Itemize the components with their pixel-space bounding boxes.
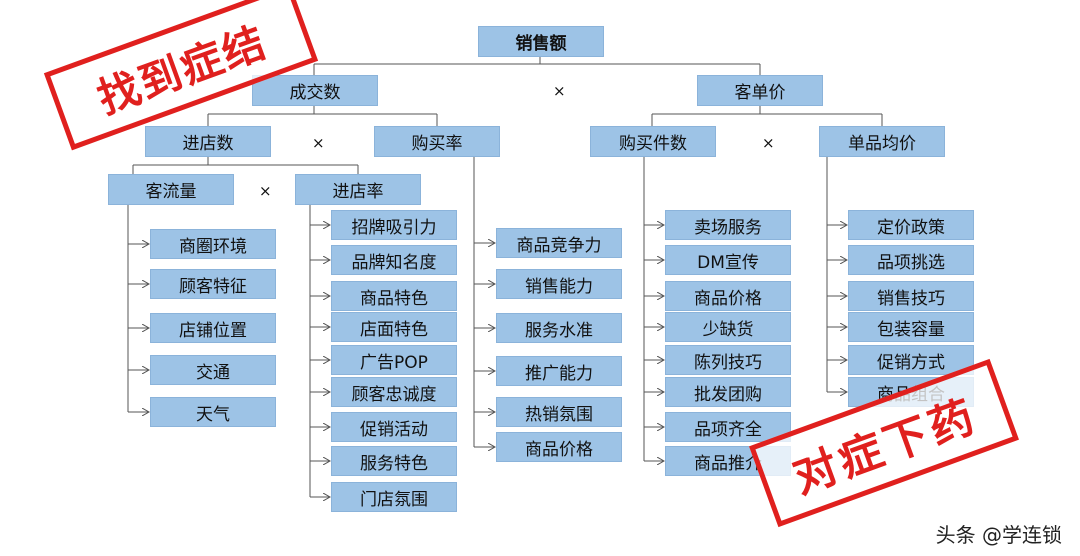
factor-box: 定价政策	[848, 210, 974, 240]
factor-box: 服务特色	[331, 446, 457, 476]
factor-box: 促销方式	[848, 345, 974, 375]
factor-box: 品项挑选	[848, 245, 974, 275]
factor-box: 陈列技巧	[665, 345, 791, 375]
factor-box: 销售技巧	[848, 281, 974, 311]
watermark: 头条 @学连锁	[935, 523, 1062, 547]
factor-box: 商圈环境	[150, 229, 276, 259]
multiply-op: ×	[312, 134, 325, 152]
root-sales: 销售额	[478, 26, 604, 57]
node-unit-price: 单品均价	[819, 126, 945, 157]
factor-box: 少缺货	[665, 312, 791, 342]
factor-box: 销售能力	[496, 269, 622, 299]
factor-box: 顾客忠诚度	[331, 377, 457, 407]
factor-box: 推广能力	[496, 356, 622, 386]
node-items-per-purchase: 购买件数	[590, 126, 716, 157]
factor-box: 店铺位置	[150, 313, 276, 343]
factor-box: 促销活动	[331, 412, 457, 442]
node-foot-traffic: 客流量	[108, 174, 234, 205]
factor-box: DM宣传	[665, 245, 791, 275]
factor-box: 商品价格	[665, 281, 791, 311]
factor-box: 天气	[150, 397, 276, 427]
factor-box: 商品价格	[496, 432, 622, 462]
factor-box: 卖场服务	[665, 210, 791, 240]
node-purchase-rate: 购买率	[374, 126, 500, 157]
factor-box: 服务水准	[496, 313, 622, 343]
factor-box: 品牌知名度	[331, 245, 457, 275]
factor-box: 交通	[150, 355, 276, 385]
factor-box: 招牌吸引力	[331, 210, 457, 240]
factor-box: 包装容量	[848, 312, 974, 342]
factor-box: 门店氛围	[331, 482, 457, 512]
node-transactions: 成交数	[252, 75, 378, 106]
factor-box: 品项齐全	[665, 412, 791, 442]
node-store-visits: 进店数	[145, 126, 271, 157]
factor-box: 广告POP	[331, 345, 457, 375]
factor-box: 商品特色	[331, 281, 457, 311]
multiply-op: ×	[553, 82, 566, 100]
factor-box: 商品竞争力	[496, 228, 622, 258]
multiply-op: ×	[259, 182, 272, 200]
factor-box: 热销氛围	[496, 397, 622, 427]
node-entry-rate: 进店率	[295, 174, 421, 205]
factor-box: 批发团购	[665, 377, 791, 407]
factor-box: 店面特色	[331, 312, 457, 342]
node-avg-order-value: 客单价	[697, 75, 823, 106]
multiply-op: ×	[762, 134, 775, 152]
factor-box: 顾客特征	[150, 269, 276, 299]
